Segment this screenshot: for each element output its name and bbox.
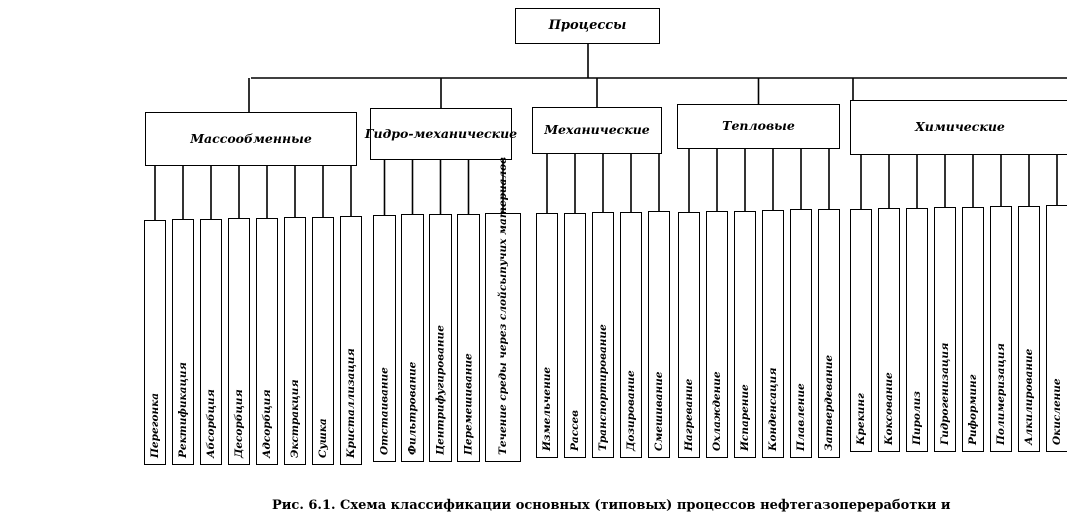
leaf-node: Адсорбция — [256, 218, 278, 465]
leaf-node: Кристаллизация — [340, 216, 362, 465]
leaf-node: Перегонка — [144, 220, 166, 465]
leaf-node: Экстракция — [284, 217, 306, 465]
category-node: Химические — [850, 100, 1067, 155]
leaf-node: Конденсация — [762, 210, 784, 458]
leaf-label: Течение среды через слой — [496, 291, 509, 455]
leaf-node: Плавление — [790, 209, 812, 458]
leaf-label: Полимеризация — [994, 343, 1007, 445]
leaf-label: Перемешивание — [462, 353, 475, 455]
leaf-label: Транспортирование — [596, 324, 609, 451]
category-label: Гидро- — [364, 125, 414, 141]
leaf-node: Дозирование — [620, 212, 642, 458]
leaf-node: Полимеризация — [990, 206, 1012, 452]
leaf-node: Измельчение — [536, 213, 558, 458]
leaf-label: Адсорбция — [260, 389, 273, 458]
leaf-label: Испарение — [738, 384, 751, 451]
leaf-node: Крекинг — [850, 209, 872, 452]
leaf-label: Перегонка — [148, 392, 161, 458]
leaf-node: Затвердевание — [818, 209, 840, 458]
leaf-label: Гидрогенизация — [938, 342, 951, 445]
leaf-node: Нагревание — [678, 212, 700, 458]
category-node: Механические — [532, 107, 662, 154]
leaf-label: Дозирование — [624, 370, 637, 451]
leaf-node: Смешивание — [648, 211, 670, 458]
category-label: Химические — [915, 119, 1005, 135]
category-label: Массообменные — [190, 130, 312, 146]
leaf-node: Коксование — [878, 208, 900, 452]
leaf-label: Риформинг — [966, 374, 979, 445]
leaf-label: Пиролиз — [910, 391, 923, 445]
leaf-label: Ректификация — [176, 362, 189, 458]
leaf-node: Центрифугирование — [429, 214, 452, 462]
leaf-label: Коксование — [882, 372, 895, 445]
leaf-label: Центрифугирование — [434, 325, 447, 455]
root-node-processes: Процессы — [515, 8, 660, 44]
figure-caption: Рис. 6.1. Схема классификации основных (… — [272, 498, 951, 513]
category-node: Массообменные — [145, 112, 357, 166]
leaf-label: сыпучих материалов — [496, 157, 509, 292]
leaf-label: Фильтрование — [406, 361, 419, 455]
leaf-node: Перемешивание — [457, 214, 480, 462]
leaf-node: Ректификация — [172, 219, 194, 465]
leaf-label: Алкилирование — [1022, 348, 1035, 445]
leaf-label: Экстракция — [288, 379, 301, 458]
leaf-node: Гидрогенизация — [934, 207, 956, 452]
leaf-label: Нагревание — [682, 378, 695, 451]
leaf-node: Охлаждение — [706, 211, 728, 458]
leaf-label: Крекинг — [854, 393, 867, 445]
leaf-node: Отстаивание — [373, 215, 396, 462]
leaf-node: Алкилирование — [1018, 206, 1040, 452]
leaf-node: Окисление — [1046, 205, 1067, 452]
leaf-label: Измельчение — [540, 366, 553, 451]
category-node: Тепловые — [677, 104, 840, 149]
leaf-node: Риформинг — [962, 207, 984, 452]
leaf-node: Транспортирование — [592, 212, 614, 458]
leaf-label: Плавление — [794, 383, 807, 451]
leaf-label: Охлаждение — [710, 371, 723, 451]
category-label: механические — [413, 125, 518, 141]
leaf-label: Абсорбция — [204, 389, 217, 458]
leaf-label: Сушка — [316, 418, 329, 458]
leaf-label: Смешивание — [652, 371, 665, 451]
category-label: Тепловые — [722, 118, 795, 134]
leaf-label: Десорбция — [232, 389, 245, 458]
leaf-label: Рассев — [568, 409, 581, 451]
leaf-label: Кристаллизация — [344, 348, 357, 458]
leaf-label: Окисление — [1050, 378, 1063, 445]
leaf-node: Десорбция — [228, 218, 250, 465]
leaf-node: Фильтрование — [401, 214, 424, 462]
leaf-node: Абсорбция — [200, 219, 222, 465]
leaf-label: Отстаивание — [378, 367, 391, 455]
leaf-node: Рассев — [564, 213, 586, 458]
leaf-node: Испарение — [734, 211, 756, 458]
leaf-label: Затвердевание — [822, 354, 835, 451]
category-node: Гидро-механические — [365, 108, 517, 160]
leaf-label: Конденсация — [766, 367, 779, 451]
leaf-node: Пиролиз — [906, 208, 928, 452]
category-label: Механические — [544, 122, 650, 138]
leaf-node: Сушка — [312, 217, 334, 465]
